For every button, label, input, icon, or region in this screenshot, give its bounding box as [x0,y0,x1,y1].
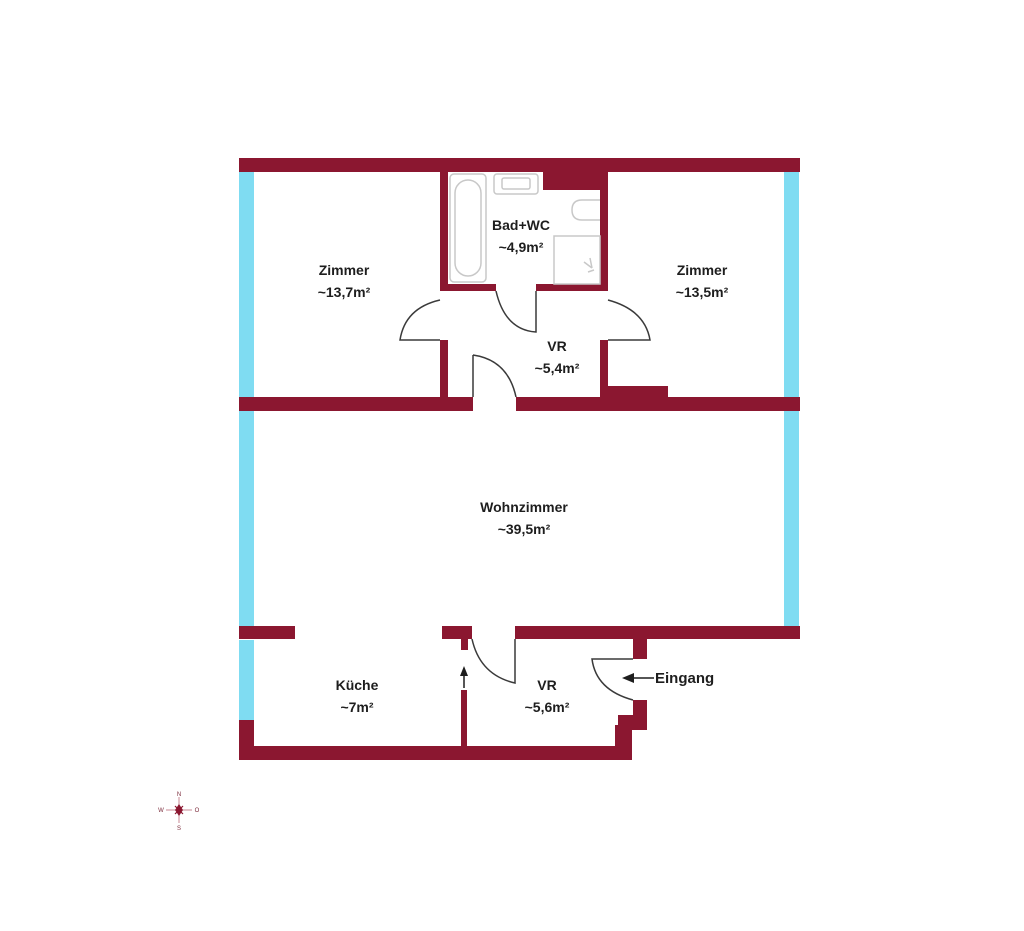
room-name-vr-lower: VR [537,677,556,693]
bathtub [449,173,487,283]
door-zimmer-left [399,299,441,341]
compass-icon: N W O S [158,792,200,832]
door-entrance [591,658,634,701]
room-name-zimmer-right: Zimmer [677,262,728,278]
room-area-kueche: ~7m² [340,699,373,715]
entrance-marker: Eingang [622,670,714,687]
svg-text:S: S [177,826,181,832]
window-right-zimmer [784,172,799,398]
room-name-vr-upper: VR [547,338,566,354]
walls [239,158,800,760]
windows [239,172,799,720]
room-area-wohnzimmer: ~39,5m² [498,521,551,537]
room-area-vr-upper: ~5,4m² [535,360,580,376]
shower [553,235,601,285]
door-bad [495,290,537,333]
room-area-bad: ~4,9m² [499,239,544,255]
door-vr-upper [472,354,517,398]
room-name-wohnzimmer: Wohnzimmer [480,499,568,515]
window-left-zimmer [239,172,254,398]
room-labels: Zimmer ~13,7m² Bad+WC ~4,9m² Zimmer ~13,… [318,217,729,715]
bathtub-inner [454,179,482,277]
window-left-kueche [239,640,254,720]
door-vr-lower [471,638,516,684]
sink [493,173,539,195]
door-swings [399,290,651,701]
room-area-zimmer-right: ~13,5m² [676,284,729,300]
room-name-kueche: Küche [336,677,379,693]
room-name-bad: Bad+WC [492,217,550,233]
bathroom-fixtures [449,173,601,285]
svg-text:W: W [158,808,164,814]
room-name-zimmer-left: Zimmer [319,262,370,278]
door-zimmer-right [607,299,651,341]
svg-text:O: O [195,808,200,814]
entrance-label: Eingang [655,670,714,687]
window-left-wohnzimmer [239,410,254,628]
room-area-vr-lower: ~5,6m² [525,699,570,715]
toilet [571,199,600,221]
svg-text:N: N [177,792,181,798]
window-right-wohnzimmer [784,410,799,626]
room-area-zimmer-left: ~13,7m² [318,284,371,300]
